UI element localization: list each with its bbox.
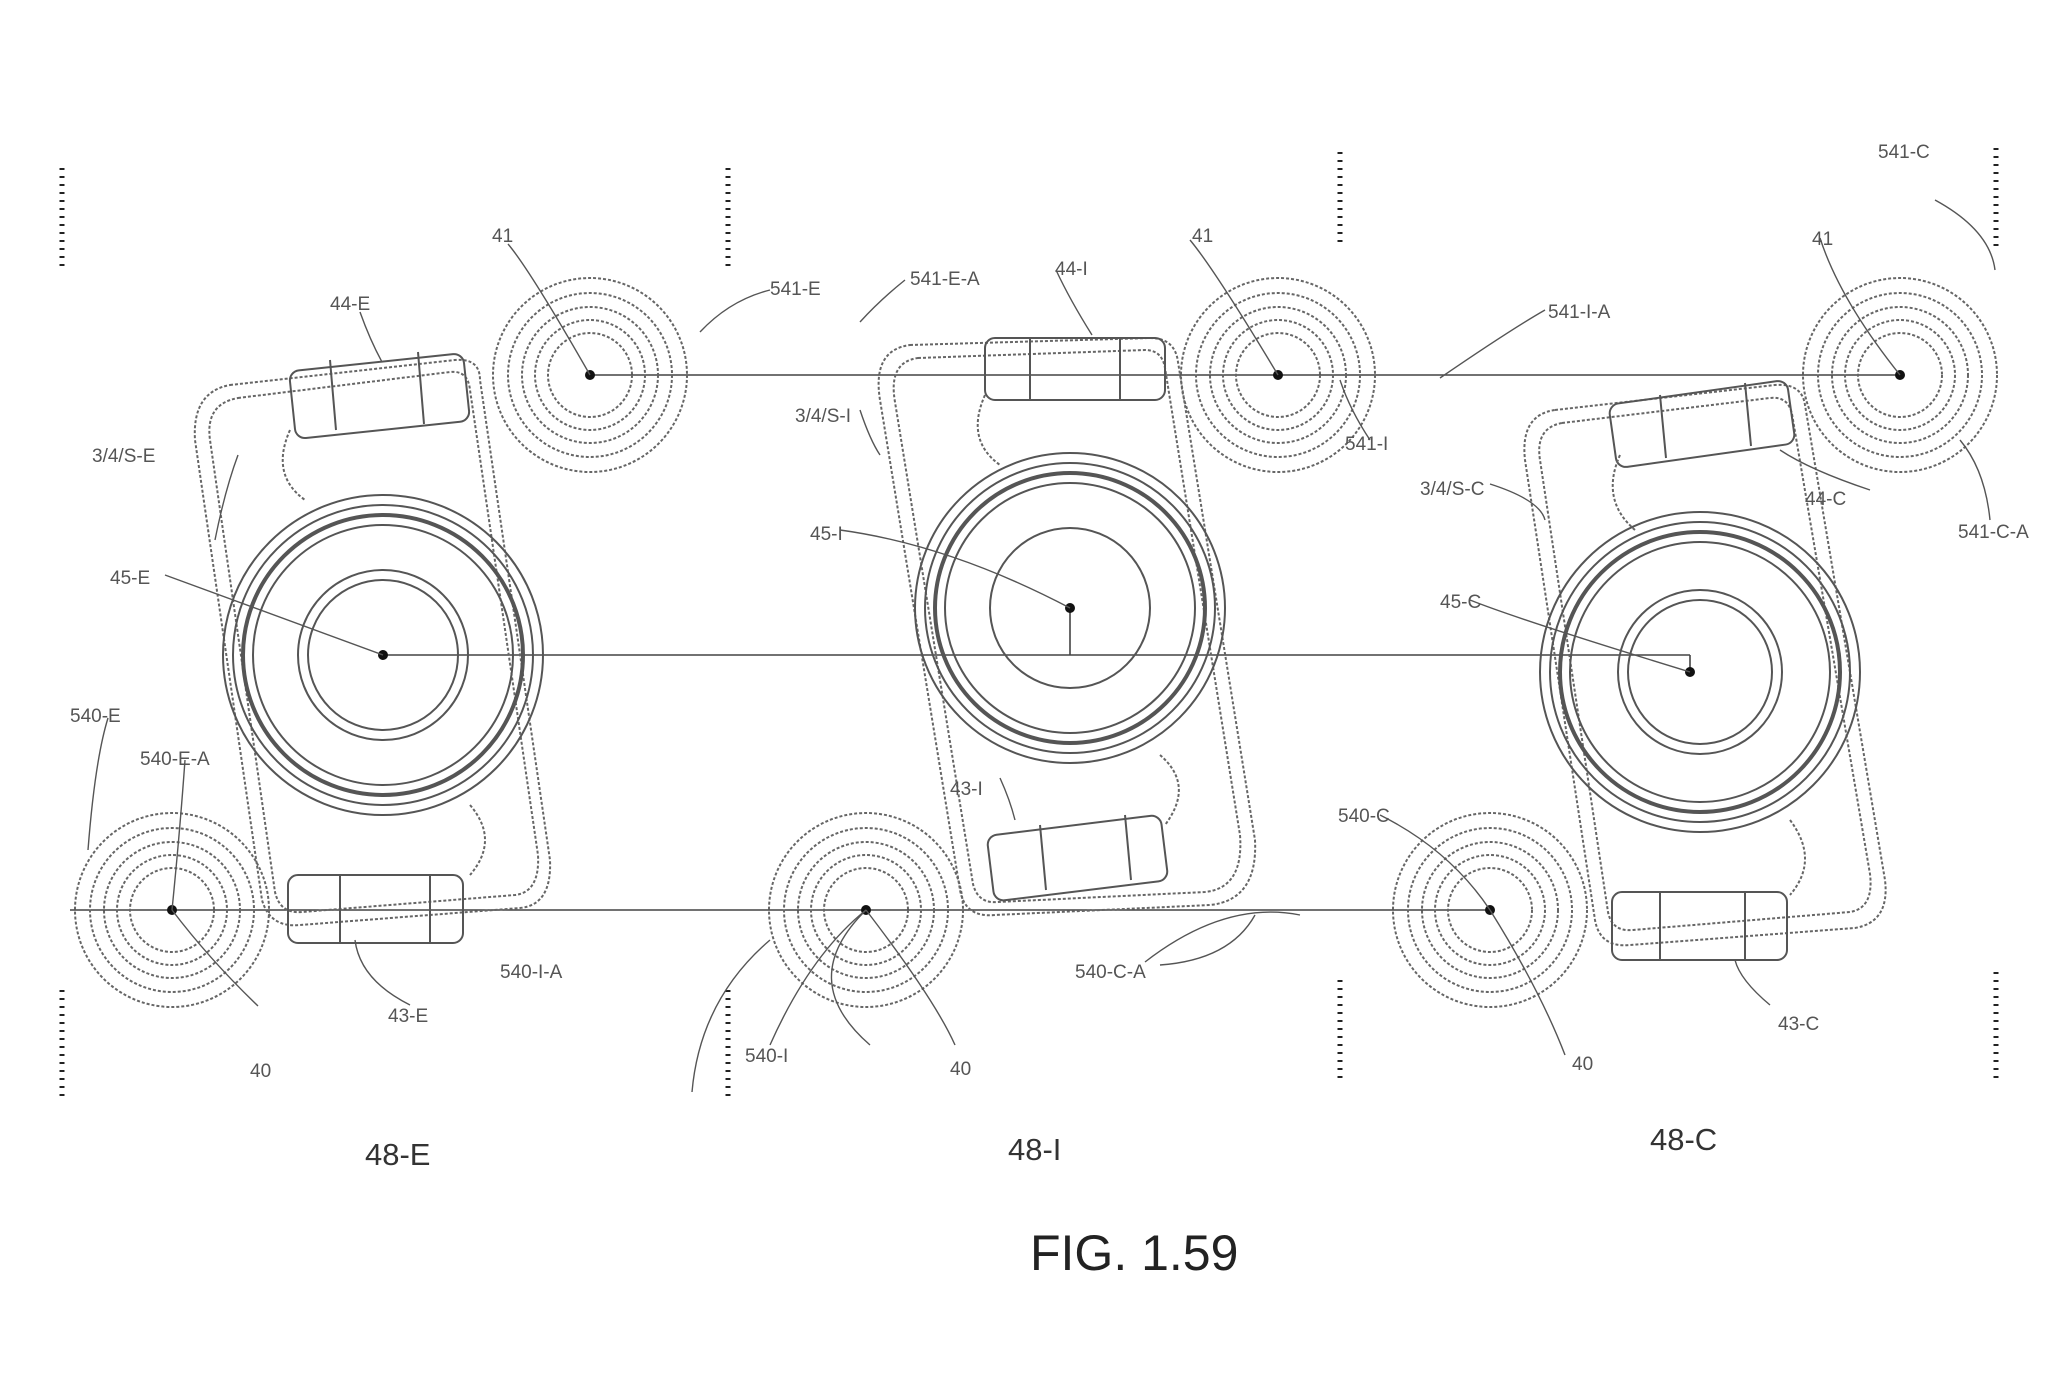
section-title-48-C: 48-C [1650,1122,1717,1157]
label-top-port: 41 [492,226,513,247]
label-bottom-link: 540-I [745,1046,788,1067]
label-top-tube: 44-C [1805,489,1846,510]
top-tube [1608,380,1796,468]
bottom-port [1392,812,1588,1008]
bottom-tube [1611,891,1788,961]
bottom-tube [287,874,464,944]
section-title-48-I: 48-I [1008,1132,1061,1167]
top-port [1180,277,1376,473]
reference-lines [70,374,1900,911]
outline-shell [193,358,552,927]
label-top-link: 541-C [1878,142,1930,163]
label-top-link: 541-E [770,279,821,300]
section-title-48-E: 48-E [365,1137,430,1172]
label-top-tube: 44-I [1055,259,1088,280]
label-outline: 3/4/S-I [795,406,851,427]
label-bottom-link-arm: 540-E-A [140,749,210,770]
center-unit [1539,511,1861,833]
label-center: 45-C [1440,592,1481,613]
label-bottom-link: 540-E [70,706,121,727]
label-top-port: 41 [1192,226,1213,247]
center-unit [914,452,1226,764]
label-top-link-arm: 541-E-A [910,269,980,290]
label-top-link-arm: 541-C-A [1958,522,2029,543]
label-center: 45-E [110,568,150,589]
section-48-I [768,277,1376,1008]
label-bottom-tube: 43-C [1778,1014,1819,1035]
labels-48-I: 44-I 41 541-I-A 541-I 3/4/S-I 45-I 43-I … [500,226,1611,1080]
label-center: 45-I [810,524,843,545]
label-bottom-link-arm: 540-C-A [1075,962,1146,983]
label-bottom-port: 40 [1572,1054,1593,1075]
figure-caption: FIG. 1.59 [1030,1225,1238,1281]
outline-shell [877,336,1257,917]
labels-48-C: 541-C 41 3/4/S-C 44-C 541-C-A 45-C 540-C… [1075,142,2029,1075]
leader-lines [87,199,1996,1093]
label-bottom-tube: 43-I [950,779,983,800]
center-unit [222,494,544,816]
label-bottom-port: 40 [250,1061,271,1082]
outline-shell [1523,383,1887,947]
bottom-port [74,812,270,1008]
top-tube [288,351,471,440]
top-tube [984,337,1166,401]
labels-48-E: 41 541-E 541-E-A 44-E 3/4/S-E 45-E 540-E… [70,226,980,1082]
section-48-C [1392,277,1998,1008]
label-bottom-tube: 43-E [388,1006,428,1027]
label-bottom-port: 40 [950,1059,971,1080]
section-boundary-markers [59,148,1999,1100]
label-outline: 3/4/S-C [1420,479,1484,500]
top-port [492,277,688,473]
label-bottom-link-arm: 540-I-A [500,962,563,983]
label-top-tube: 44-E [330,294,370,315]
bottom-tube [986,814,1169,902]
bottom-port [768,812,964,1008]
label-outline: 3/4/S-E [92,446,155,467]
label-bottom-link: 540-C [1338,806,1390,827]
top-port [1802,277,1998,473]
label-top-link-arm: 541-I-A [1548,302,1611,323]
label-top-port: 41 [1812,229,1833,250]
label-top-link: 541-I [1345,434,1388,455]
section-48-E [74,277,688,1008]
